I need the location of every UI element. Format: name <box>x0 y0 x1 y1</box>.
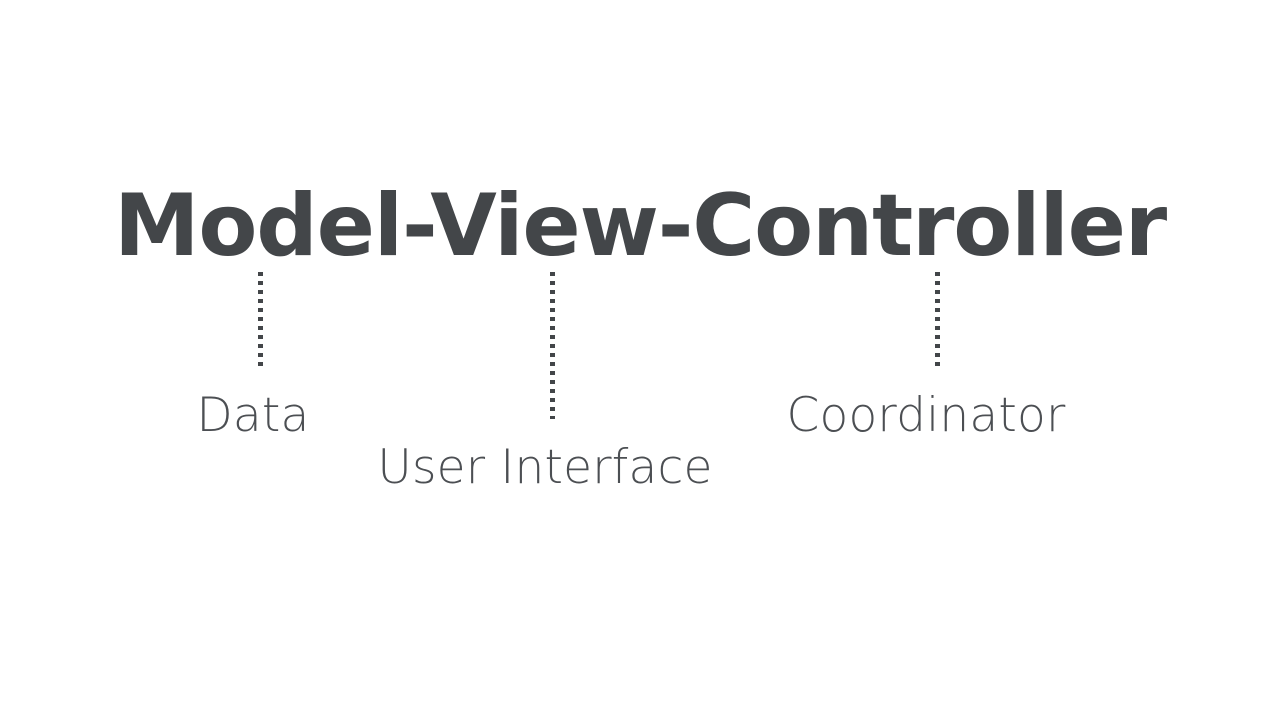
connector-line-controller <box>935 272 940 366</box>
label-controller-coordinator: Coordinator <box>786 388 1066 443</box>
connector-line-view <box>550 272 555 419</box>
label-model-data: Data <box>196 388 310 443</box>
page-title: Model-View-Controller <box>114 176 1167 276</box>
connector-line-model <box>258 272 263 366</box>
label-view-user-interface: User Interface <box>377 440 713 495</box>
